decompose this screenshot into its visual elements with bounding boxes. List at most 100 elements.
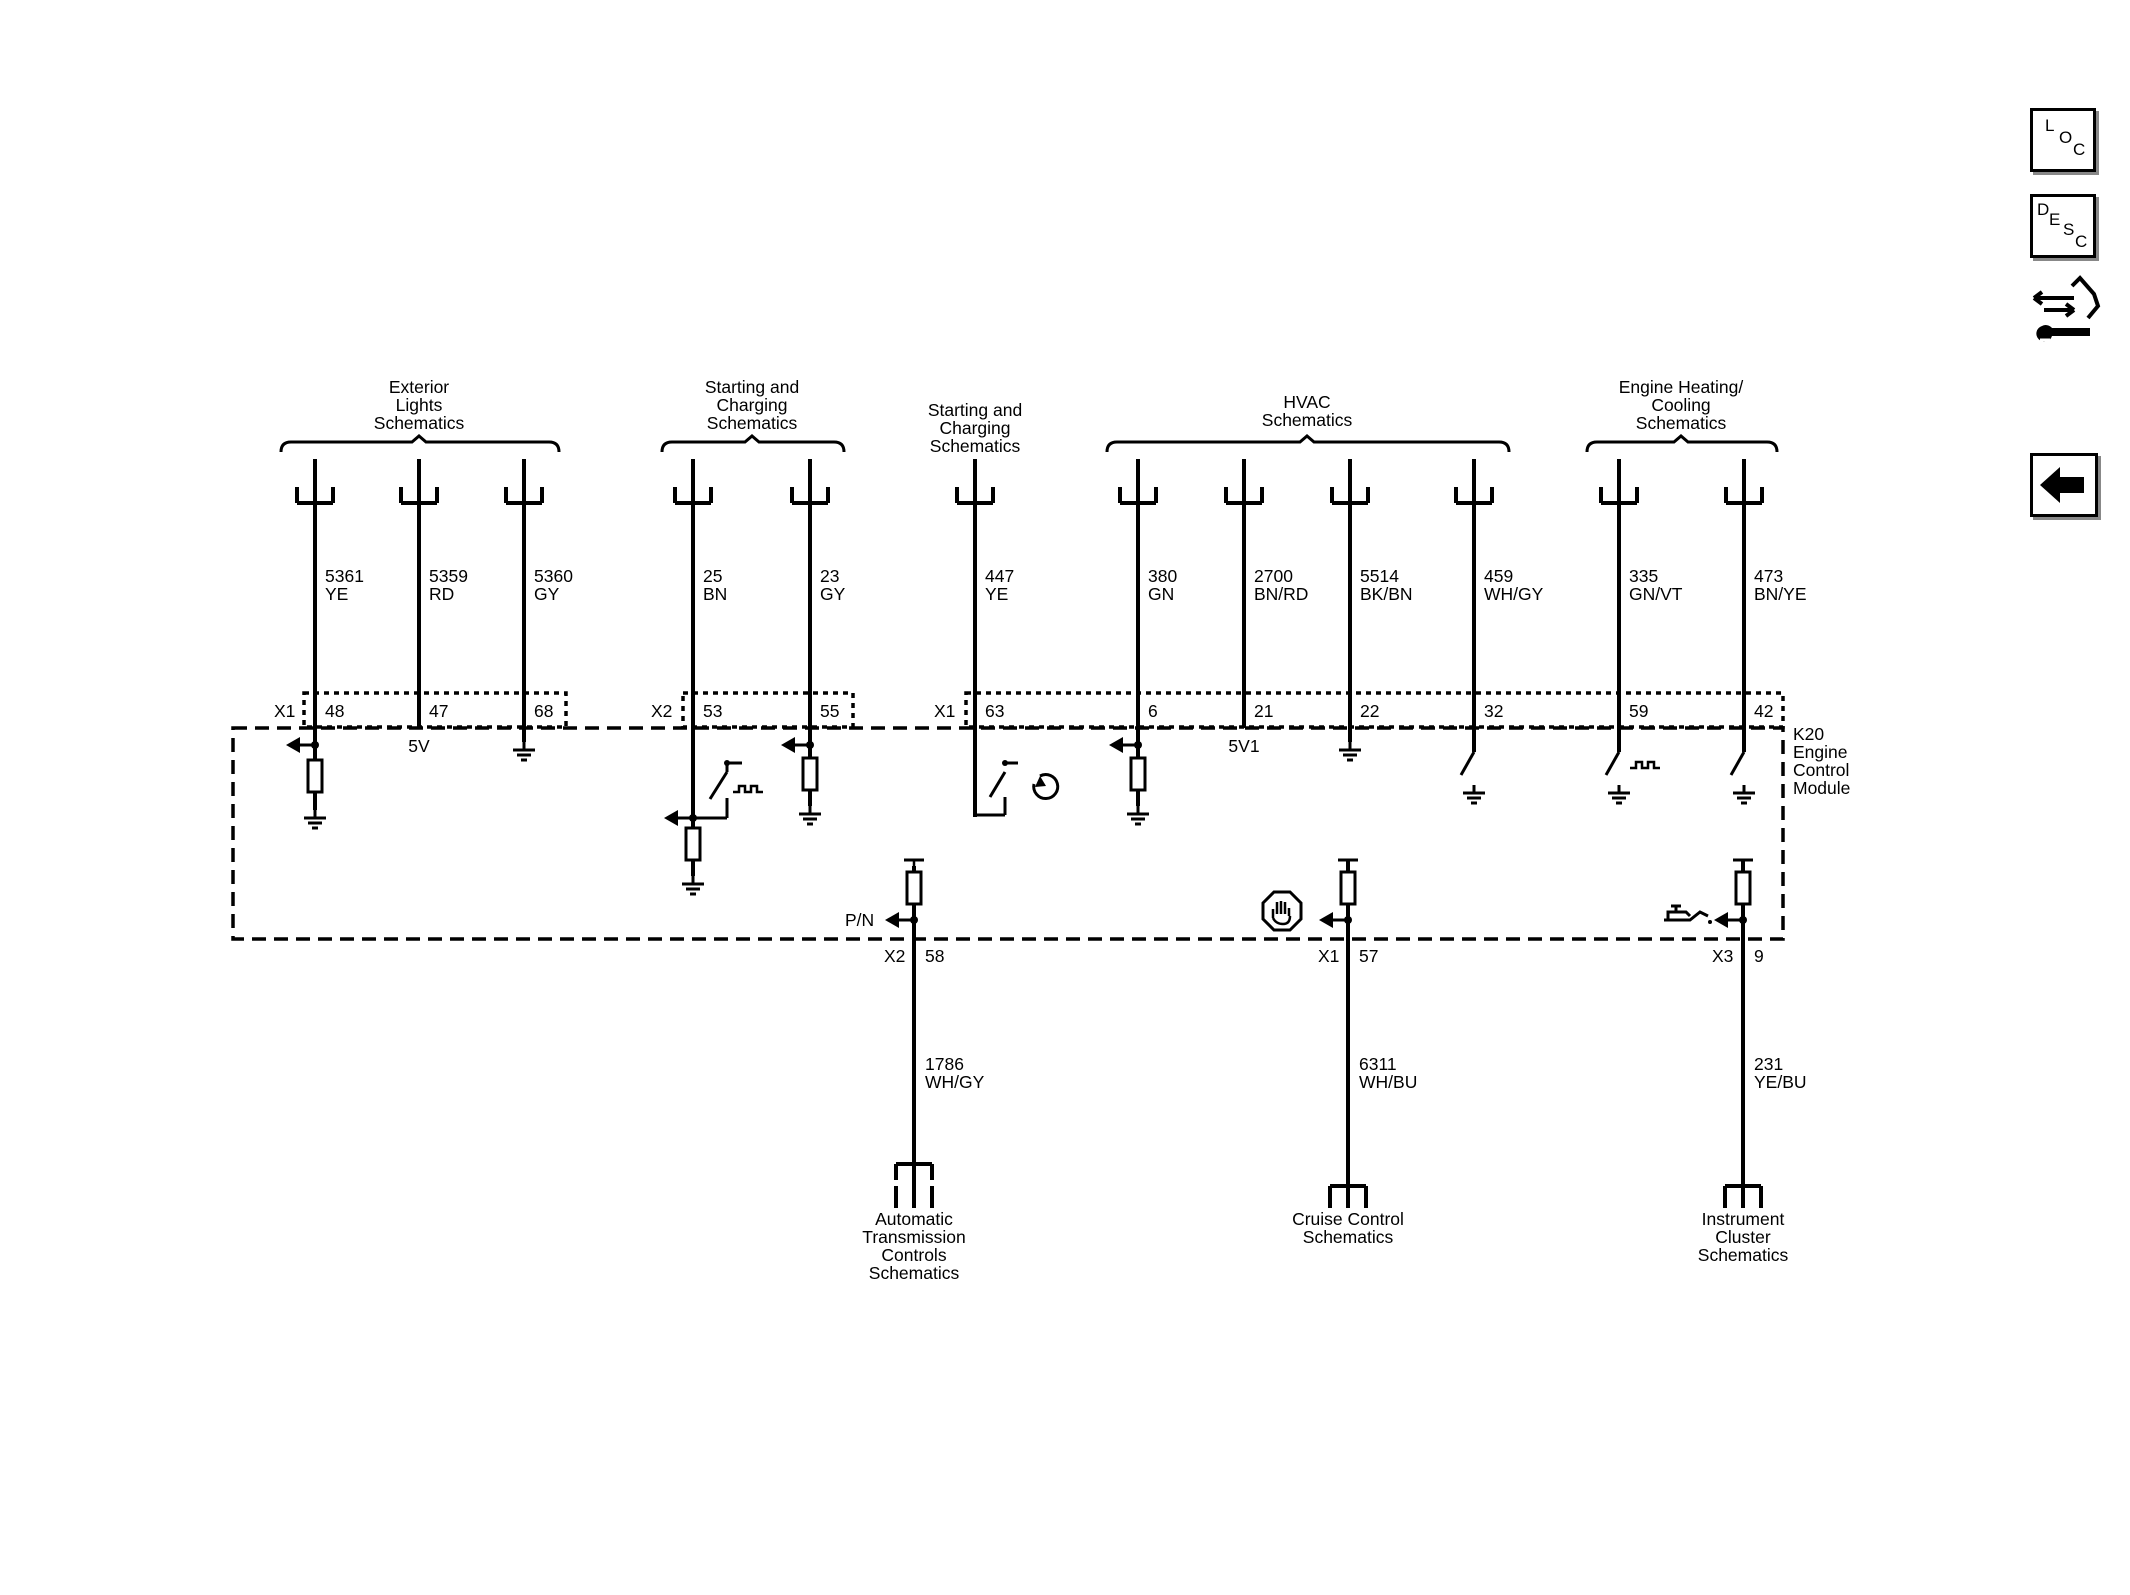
- group-brace: [1585, 434, 1779, 453]
- circuit-number: 23: [820, 566, 839, 586]
- group-label-line: Schematics: [930, 436, 1021, 456]
- group-label-line: Cooling: [1651, 395, 1710, 415]
- wire-color: GN/VT: [1629, 584, 1683, 604]
- top-group-starting-charging-1[interactable]: Starting and Charging Schematics: [660, 377, 846, 453]
- circuit-number: 231: [1754, 1054, 1783, 1074]
- circuit-number: 380: [1148, 566, 1177, 586]
- pin-number: 59: [1629, 701, 1648, 721]
- pin-number: 57: [1359, 946, 1378, 966]
- destination-label: Instrument: [1702, 1209, 1785, 1229]
- pin-number: 58: [925, 946, 944, 966]
- module-label-line: Engine: [1793, 742, 1848, 762]
- wire-380[interactable]: 380 GN 6: [1118, 459, 1177, 758]
- wire-473[interactable]: 473 BN/YE 42: [1724, 459, 1807, 752]
- wire-2700[interactable]: 2700 BN/RD 21 5V1: [1224, 459, 1308, 756]
- wire-5359[interactable]: 5359 RD 47 5V: [399, 459, 468, 756]
- pin-number: 9: [1754, 946, 1764, 966]
- pin-number: 32: [1484, 701, 1503, 721]
- wire-color: YE/BU: [1754, 1072, 1807, 1092]
- circuit-number: 447: [985, 566, 1014, 586]
- circuit-number: 1786: [925, 1054, 964, 1074]
- group-label-line: Schematics: [1262, 410, 1353, 430]
- wire-color: BK/BN: [1360, 584, 1413, 604]
- circuit-number: 25: [703, 566, 722, 586]
- connector-label: X2: [884, 946, 905, 966]
- group-label-line: Schematics: [707, 413, 798, 433]
- svg-text:E: E: [2049, 210, 2060, 229]
- svg-text:O: O: [2059, 128, 2072, 147]
- group-brace: [1105, 434, 1511, 453]
- wire-color: WH/GY: [1484, 584, 1544, 604]
- pin-number: 53: [703, 701, 722, 721]
- wire-color: WH/BU: [1359, 1072, 1417, 1092]
- circuit-number: 335: [1629, 566, 1658, 586]
- top-group-engine-heating-cooling[interactable]: Engine Heating/ Cooling Schematics: [1585, 377, 1779, 453]
- connector-tool-icon: [2032, 275, 2101, 342]
- desc-icon: D E S C: [2037, 200, 2087, 251]
- group-label-line: Charging: [939, 418, 1010, 438]
- bottom-wire-6311[interactable]: X1 57 6311 WH/BU Cruise Control Schemati…: [1261, 858, 1417, 1247]
- connector-label: X1: [274, 701, 295, 721]
- back-button[interactable]: [2030, 453, 2098, 517]
- wire-5514[interactable]: 5514 BK/BN 22: [1330, 459, 1413, 742]
- top-group-exterior-lights[interactable]: Exterior Lights Schematics: [279, 377, 561, 453]
- wire-25[interactable]: 25 BN 53: [673, 459, 727, 828]
- destination-label: Cruise Control: [1292, 1209, 1404, 1229]
- top-group-starting-charging-2[interactable]: Starting and Charging Schematics: [928, 400, 1022, 456]
- circuit-number: 2700: [1254, 566, 1293, 586]
- group-label-line: Exterior: [389, 377, 449, 397]
- pin-number: 55: [820, 701, 839, 721]
- wire-5361[interactable]: 5361 YE 48: [295, 459, 364, 745]
- group-label-line: Schematics: [374, 413, 465, 433]
- destination-label: Automatic: [875, 1209, 953, 1229]
- connector-label: X2: [651, 701, 672, 721]
- bottom-wire-1786[interactable]: P/N X2 58 1786 WH/GY Automatic Transmiss…: [845, 858, 985, 1283]
- oil-can-icon: [1664, 904, 1712, 924]
- loc-button[interactable]: L O C: [2030, 108, 2096, 172]
- connector-label: X3: [1712, 946, 1733, 966]
- wire-color: GY: [534, 584, 560, 604]
- pin-number: 22: [1360, 701, 1379, 721]
- top-wires: 5361 YE 48 5359 RD 47 5V 5360 GY 68 25 B…: [295, 459, 1807, 828]
- connector-tool-button[interactable]: [2028, 274, 2102, 354]
- pin-number: 63: [985, 701, 1004, 721]
- top-group-hvac[interactable]: HVAC Schematics: [1105, 392, 1511, 453]
- wire-459[interactable]: 459 WH/GY 32: [1454, 459, 1544, 752]
- wire-color: RD: [429, 584, 454, 604]
- circuit-number: 5360: [534, 566, 573, 586]
- k20-module[interactable]: K20 Engine Control Module: [231, 724, 1850, 941]
- wire-color: YE: [985, 584, 1008, 604]
- circuit-number: 459: [1484, 566, 1513, 586]
- wire-color: GY: [820, 584, 846, 604]
- circuit-number: 6311: [1359, 1054, 1397, 1074]
- pin-number: 21: [1254, 701, 1273, 721]
- group-label-line: Starting and: [928, 400, 1022, 420]
- wire-5360[interactable]: 5360 GY 68: [504, 459, 573, 742]
- cruise-stop-icon: [1261, 890, 1303, 932]
- wire-color: YE: [325, 584, 348, 604]
- wire-447[interactable]: 447 YE 63: [955, 459, 1014, 817]
- wire-color: BN: [703, 584, 727, 604]
- circuit-number: 5359: [429, 566, 468, 586]
- wire-23[interactable]: 23 GY 55: [790, 459, 846, 758]
- desc-button[interactable]: D E S C: [2030, 194, 2096, 258]
- circuit-number: 5514: [1360, 566, 1399, 586]
- bottom-wire-231[interactable]: X3 9 231 YE/BU Instrument Cluster Schema…: [1664, 858, 1807, 1265]
- destination-label: Cluster: [1715, 1227, 1771, 1247]
- internal-circuits: [286, 737, 1757, 896]
- loc-icon: L O C: [2045, 116, 2085, 159]
- module-label-line: Control: [1793, 760, 1849, 780]
- group-label-line: HVAC: [1283, 392, 1330, 412]
- group-label-line: Schematics: [1636, 413, 1727, 433]
- module-label-line: K20: [1793, 724, 1824, 744]
- reference-voltage: 5V: [408, 736, 430, 756]
- connector-label: X1: [934, 701, 955, 721]
- svg-text:D: D: [2037, 200, 2049, 219]
- circuit-number: 473: [1754, 566, 1783, 586]
- wire-color: GN: [1148, 584, 1174, 604]
- group-label-line: Engine Heating/: [1619, 377, 1744, 397]
- back-arrow-icon: [2040, 467, 2084, 503]
- wire-335[interactable]: 335 GN/VT 59: [1599, 459, 1683, 752]
- wire-color: BN/RD: [1254, 584, 1308, 604]
